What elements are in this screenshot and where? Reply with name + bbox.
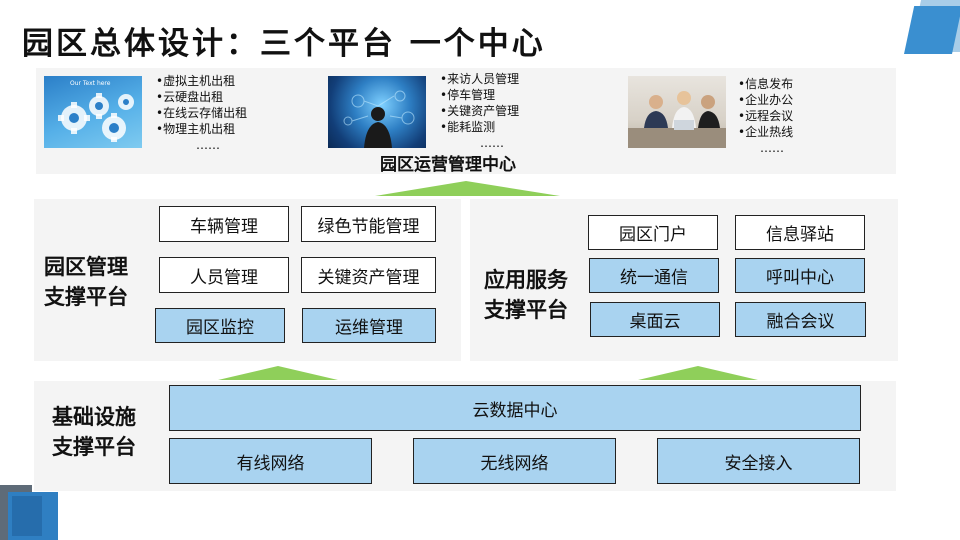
park-portal-box: 园区门户 — [588, 215, 718, 250]
list-ellipsis: …… — [480, 136, 504, 150]
information-station-box: 信息驿站 — [735, 215, 865, 250]
unified-communication-box: 统一通信 — [589, 258, 719, 293]
arrow-up-left — [218, 366, 338, 380]
list-item: •在线云存储出租 — [156, 106, 248, 120]
operations-center-panel — [36, 68, 896, 174]
operations-center-label: 园区运营管理中心 — [380, 155, 516, 175]
list-ellipsis: …… — [760, 141, 784, 155]
cloud-gears-image: Our Text here — [44, 76, 142, 148]
operations-maintenance-box: 运维管理 — [302, 308, 436, 343]
green-energy-management-box: 绿色节能管理 — [301, 206, 436, 242]
arrow-up-center — [375, 181, 560, 196]
desktop-cloud-box: 桌面云 — [590, 302, 720, 337]
wired-network-box: 有线网络 — [169, 438, 372, 484]
converged-conference-box: 融合会议 — [735, 302, 866, 337]
thumb-caption: Our Text here — [70, 80, 111, 87]
list-item: •企业办公 — [738, 93, 794, 107]
infrastructure-platform-label: 基础设施 支撑平台 — [52, 405, 136, 459]
slide-title: 园区总体设计：三个平台 一个中心 — [22, 26, 546, 62]
key-asset-management-box: 关键资产管理 — [301, 257, 436, 293]
list-item: •云硬盘出租 — [156, 90, 224, 104]
list-item: •能耗监测 — [440, 120, 496, 134]
list-item: •虚拟主机出租 — [156, 74, 236, 88]
wireless-network-box: 无线网络 — [413, 438, 616, 484]
gears-icon — [58, 93, 134, 142]
park-management-list: •来访人员管理 •停车管理 •关键资产管理 •能耗监测 …… — [440, 71, 519, 151]
list-item: •关键资产管理 — [440, 104, 520, 118]
list-item: •企业热线 — [738, 125, 794, 139]
office-meeting-image — [628, 76, 726, 148]
call-center-box: 呼叫中心 — [735, 258, 865, 293]
arrow-up-right — [638, 366, 758, 380]
list-item: •停车管理 — [440, 88, 496, 102]
office-services-list: •信息发布 •企业办公 •远程会议 •企业热线 …… — [738, 76, 793, 156]
list-ellipsis: …… — [196, 138, 220, 152]
meeting-people-icon — [628, 91, 726, 148]
list-item: •远程会议 — [738, 109, 794, 123]
person-silhouette-icon — [343, 90, 415, 148]
park-monitoring-box: 园区监控 — [155, 308, 285, 343]
park-management-platform-label: 园区管理 支撑平台 — [44, 255, 128, 309]
vehicle-management-box: 车辆管理 — [159, 206, 289, 242]
list-item: •信息发布 — [738, 77, 794, 91]
application-service-platform-label: 应用服务 支撑平台 — [484, 268, 568, 322]
corner-decoration-bottom-inner — [12, 496, 42, 536]
businessman-image — [328, 76, 426, 148]
cloud-services-list: •虚拟主机出租 •云硬盘出租 •在线云存储出租 •物理主机出租 …… — [156, 73, 247, 153]
list-item: •物理主机出租 — [156, 122, 236, 136]
cloud-data-center-box: 云数据中心 — [169, 385, 861, 431]
list-item: •来访人员管理 — [440, 72, 520, 86]
secure-access-box: 安全接入 — [657, 438, 860, 484]
personnel-management-box: 人员管理 — [159, 257, 289, 293]
